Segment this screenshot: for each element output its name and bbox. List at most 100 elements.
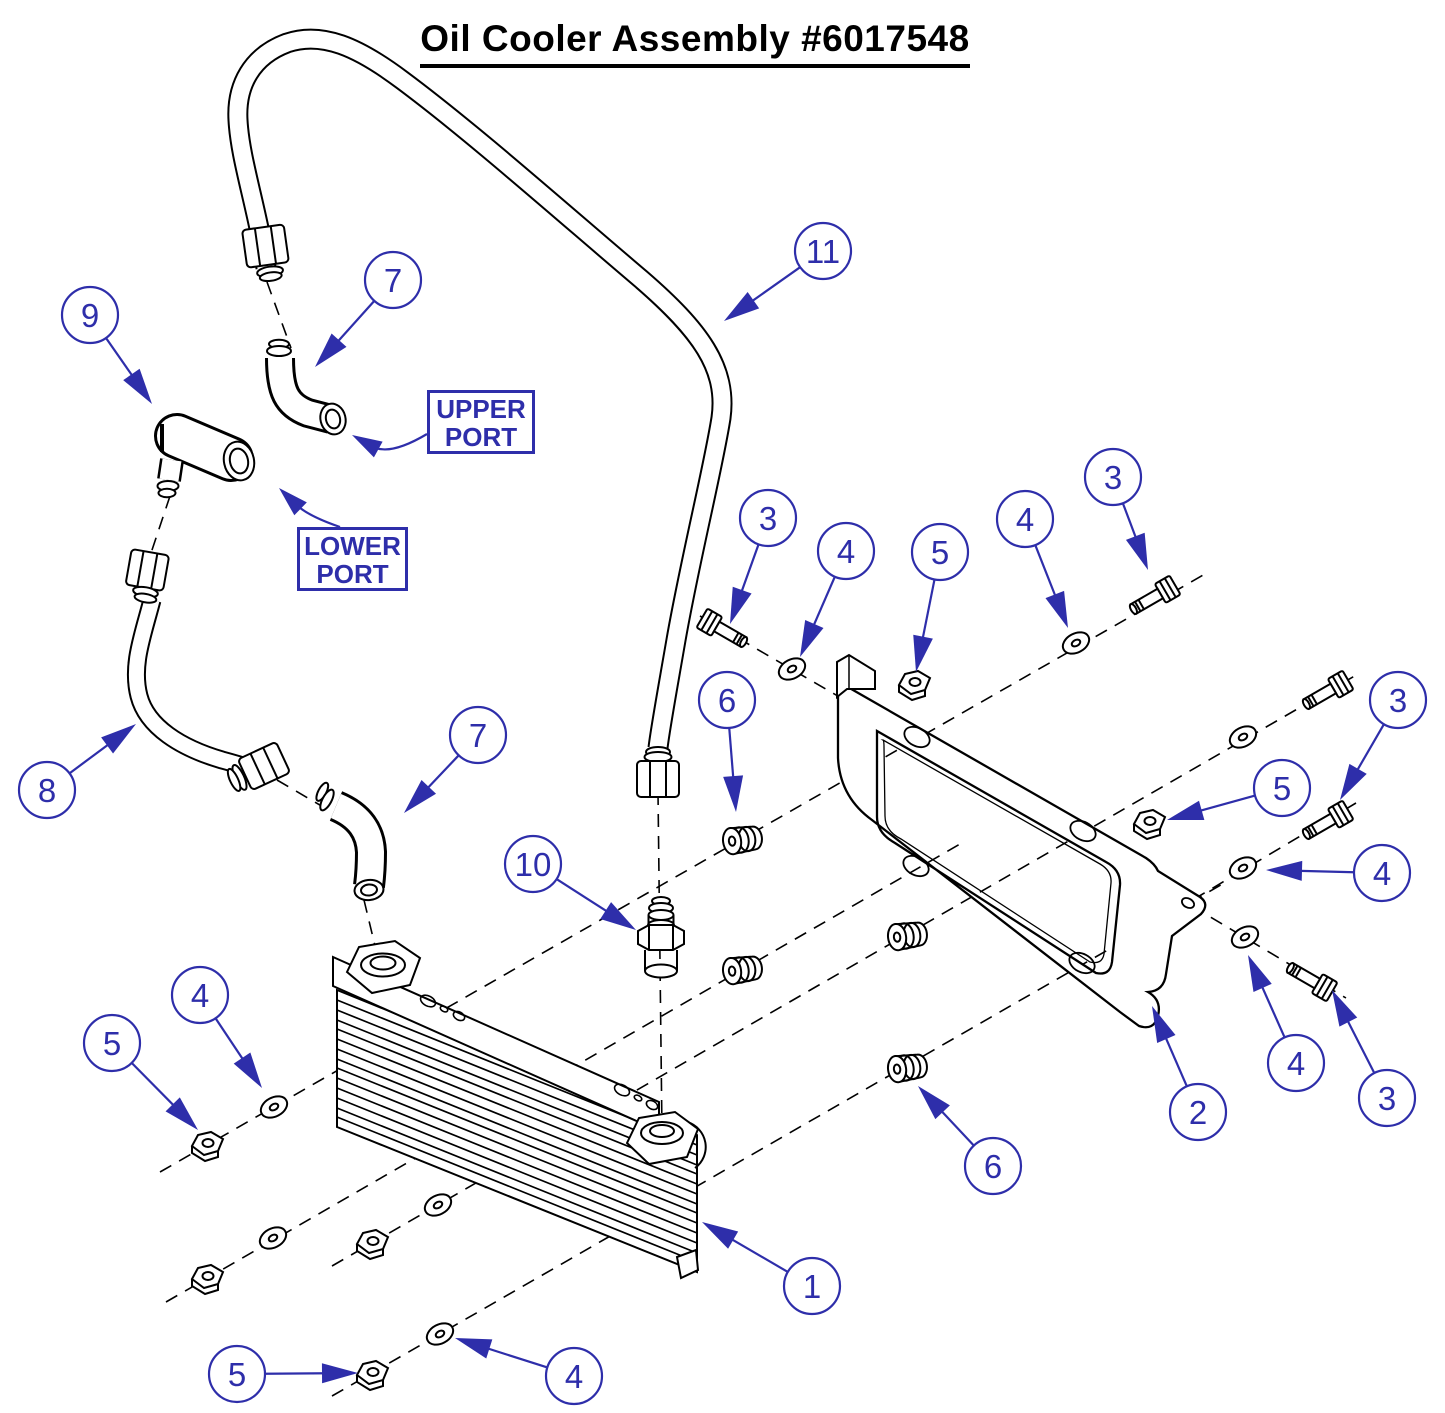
callout-5: 5: [82, 1013, 198, 1130]
callout-5: 5: [207, 1344, 358, 1404]
callout-number: 7: [469, 717, 487, 754]
flat-washer: [258, 1226, 288, 1250]
hex-nut: [897, 669, 932, 702]
callout-number: 4: [1373, 855, 1391, 892]
hex-nut: [1132, 808, 1167, 841]
straight-adapter-fitting: [637, 896, 685, 979]
upper-hose: [227, 28, 733, 798]
callout-7: 7: [404, 705, 508, 813]
callout-4: 4: [455, 1338, 604, 1406]
callout-number: 4: [837, 533, 855, 570]
callout-circle: [60, 285, 120, 345]
callout-circle: [544, 1346, 604, 1406]
callout-4: 4: [800, 521, 876, 657]
hex-bolt: [696, 608, 749, 649]
callout-circle: [170, 965, 230, 1025]
union-elbow-fitting: [154, 413, 256, 499]
callout-2: 2: [1152, 1006, 1228, 1142]
callout-circle: [503, 834, 563, 894]
callout-number: 1: [803, 1268, 821, 1305]
callout-number: 7: [384, 262, 402, 299]
bracket-holes: [902, 725, 1196, 975]
flat-washer: [259, 1095, 289, 1119]
callout-3: 3: [730, 488, 798, 624]
callout-4: 4: [995, 489, 1068, 628]
callout-number: 3: [759, 500, 777, 537]
callout-circle: [816, 521, 876, 581]
callout-5: 5: [1167, 758, 1312, 820]
hex-nut: [190, 1263, 225, 1296]
lower-hose: [125, 548, 290, 792]
lower-port-label: LOWER PORT: [297, 527, 408, 591]
elbow-fitting-lower: [315, 781, 388, 902]
callout-number: 5: [103, 1025, 121, 1062]
washers: [258, 631, 1260, 1346]
callout-circle: [207, 1344, 267, 1404]
upper-port-arrow: [352, 433, 428, 458]
mounting-bar-holes: [419, 994, 659, 1111]
grommet: [886, 921, 928, 952]
bracket-flange: [836, 653, 876, 700]
flat-washer: [1230, 925, 1260, 949]
callout-1: 1: [702, 1222, 842, 1316]
elbow-fitting-upper: [265, 338, 347, 436]
flat-washer: [1228, 725, 1258, 749]
hose-end-nut: [636, 746, 680, 798]
callout-number: 6: [984, 1148, 1002, 1185]
hex-nut: [355, 1359, 390, 1392]
callout-circle: [17, 760, 77, 820]
lower-port-arrow: [279, 488, 341, 529]
callout-circle: [82, 1013, 142, 1073]
callout-number: 4: [191, 977, 209, 1014]
callout-number: 5: [931, 534, 949, 571]
grommet: [721, 955, 763, 986]
callout-4: 4: [170, 965, 262, 1088]
lower-port-label-line1: LOWER: [304, 531, 401, 561]
hex-nut: [355, 1228, 390, 1261]
callout-6: 6: [918, 1086, 1023, 1196]
grommet: [886, 1053, 928, 1084]
flat-washer: [425, 1322, 455, 1346]
hose-end-nut: [241, 223, 290, 283]
callout-5: 5: [910, 522, 970, 672]
callout-3: 3: [1340, 670, 1428, 800]
callout-number: 10: [515, 846, 552, 883]
flat-washer: [423, 1193, 453, 1217]
callout-7: 7: [315, 250, 423, 367]
callout-number: 11: [806, 233, 840, 270]
callout-circle: [1368, 670, 1428, 730]
oil-cooler: [332, 939, 707, 1280]
cooler-port-boss-left: [345, 939, 422, 995]
callout-circle: [793, 221, 853, 281]
callout-circle: [1357, 1068, 1417, 1128]
flat-washer: [1228, 856, 1258, 880]
callout-circle: [1252, 758, 1312, 818]
grommets: [721, 825, 928, 1084]
callout-number: 4: [1287, 1045, 1305, 1082]
callout-number: 4: [565, 1358, 583, 1395]
callout-9: 9: [60, 285, 152, 404]
callout-number: 6: [718, 682, 736, 719]
callout-number: 3: [1389, 682, 1407, 719]
callout-11: 11: [724, 221, 853, 321]
callout-number: 2: [1189, 1094, 1207, 1131]
callout-number: 8: [38, 772, 56, 809]
hex-bolts: [696, 575, 1354, 1002]
callout-circle: [1352, 843, 1412, 903]
callout-4: 4: [1248, 955, 1326, 1093]
callout-6: 6: [697, 670, 757, 812]
callout-number: 5: [228, 1356, 246, 1393]
upper-port-label-line2: PORT: [444, 422, 518, 452]
cooler-foot: [675, 1248, 700, 1280]
upper-port-label-line1: UPPER: [436, 394, 526, 424]
diagram-title: Oil Cooler Assembly #6017548: [420, 18, 970, 68]
callout-circle: [363, 250, 423, 310]
callout-circle: [738, 488, 798, 548]
grommet: [721, 825, 763, 856]
callout-number: 3: [1104, 459, 1122, 496]
hex-bolt: [1301, 670, 1354, 711]
callout-3: 3: [1083, 447, 1148, 570]
